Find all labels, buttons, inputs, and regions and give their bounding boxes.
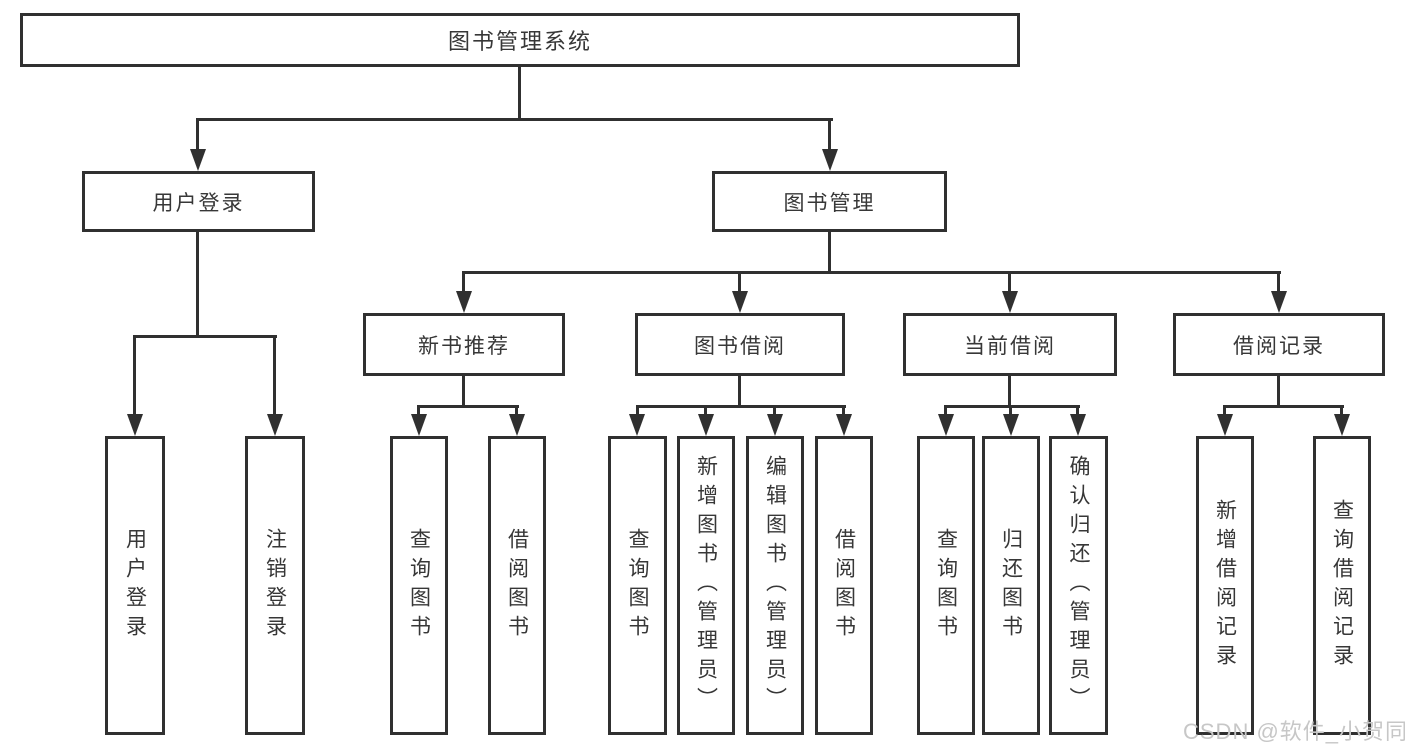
connector-records-leaf2	[1340, 405, 1343, 416]
connector-current-leaf2	[1009, 405, 1012, 416]
leaf-records-query-borrow-record: 查询借阅记录	[1313, 436, 1371, 735]
node-user-login: 用户登录	[82, 171, 315, 232]
connector-to-user-login	[196, 118, 199, 151]
connector-to-book-management	[828, 118, 831, 151]
connector-borrow-leaf2	[704, 405, 707, 416]
node-current-borrow: 当前借阅	[903, 313, 1117, 376]
leaf-borrow-add-books-admin: 新增图书（管理员）	[677, 436, 735, 735]
node-book-borrow: 图书借阅	[635, 313, 845, 376]
leaf-borrow-query-books: 查询图书	[608, 436, 667, 735]
connector-to-book-borrow	[738, 271, 741, 293]
connector-bookmgmt-stem	[828, 232, 831, 272]
connector-bookmgmt-hbar	[462, 271, 1281, 274]
arrowhead-current-leaf1-icon	[938, 414, 954, 436]
connector-records-leaf1	[1223, 405, 1226, 416]
leaf-recommend-borrow-books: 借阅图书	[488, 436, 546, 735]
connector-borrow-leaf4	[842, 405, 845, 416]
arrowhead-recommend-leaf1-icon	[411, 414, 427, 436]
connector-current-leaf3	[1076, 405, 1079, 416]
arrowhead-new-book-recommend-icon	[456, 291, 472, 313]
arrowhead-leaf-user-login-icon	[127, 414, 143, 436]
arrowhead-current-borrow-icon	[1002, 291, 1018, 313]
leaf-borrow-borrow-books: 借阅图书	[815, 436, 873, 735]
arrowhead-current-leaf3-icon	[1070, 414, 1086, 436]
arrowhead-borrow-leaf4-icon	[836, 414, 852, 436]
arrowhead-borrow-leaf3-icon	[767, 414, 783, 436]
csdn-watermark: CSDN @软件_小贺同学	[1183, 719, 1405, 744]
connector-borrow-hbar	[636, 405, 846, 408]
node-library-management-system: 图书管理系统	[20, 13, 1020, 67]
leaf-current-confirm-return-admin: 确认归还（管理员）	[1049, 436, 1108, 735]
arrowhead-current-leaf2-icon	[1003, 414, 1019, 436]
arrowhead-recommend-leaf2-icon	[509, 414, 525, 436]
connector-records-stem	[1277, 376, 1280, 406]
leaf-user-login: 用户登录	[105, 436, 165, 735]
leaf-borrow-edit-books-admin: 编辑图书（管理员）	[746, 436, 804, 735]
leaf-recommend-query-books: 查询图书	[390, 436, 448, 735]
leaf-current-query-books: 查询图书	[917, 436, 975, 735]
connector-to-leaf-logout	[273, 335, 276, 416]
arrowhead-records-leaf2-icon	[1334, 414, 1350, 436]
leaf-records-add-borrow-record: 新增借阅记录	[1196, 436, 1254, 735]
connector-borrow-stem	[738, 376, 741, 406]
arrowhead-borrow-leaf1-icon	[629, 414, 645, 436]
connector-records-hbar	[1223, 405, 1344, 408]
connector-current-stem	[1008, 376, 1011, 406]
connector-to-current-borrow	[1008, 271, 1011, 293]
connector-userlogin-stem	[196, 232, 199, 336]
arrowhead-borrow-leaf2-icon	[698, 414, 714, 436]
connector-root-stem	[518, 67, 521, 120]
connector-to-leaf-user-login	[133, 335, 136, 416]
arrowhead-records-leaf1-icon	[1217, 414, 1233, 436]
connector-to-borrow-records	[1277, 271, 1280, 293]
node-new-book-recommend: 新书推荐	[363, 313, 565, 376]
connector-borrow-leaf1	[636, 405, 639, 416]
leaf-logout: 注销登录	[245, 436, 305, 735]
connector-recommend-leaf2	[515, 405, 518, 416]
connector-borrow-leaf3	[773, 405, 776, 416]
connector-current-hbar	[944, 405, 1080, 408]
node-borrow-records: 借阅记录	[1173, 313, 1385, 376]
connector-to-new-book-recommend	[462, 271, 465, 293]
connector-recommend-stem	[462, 376, 465, 406]
connector-userlogin-hbar	[133, 335, 277, 338]
connector-root-hbar	[197, 118, 833, 121]
arrowhead-book-borrow-icon	[732, 291, 748, 313]
connector-recommend-hbar	[417, 405, 519, 408]
connector-current-leaf1	[944, 405, 947, 416]
arrowhead-book-management-icon	[822, 149, 838, 171]
arrowhead-leaf-logout-icon	[267, 414, 283, 436]
arrowhead-user-login-icon	[190, 149, 206, 171]
connector-recommend-leaf1	[417, 405, 420, 416]
node-book-management: 图书管理	[712, 171, 947, 232]
arrowhead-borrow-records-icon	[1271, 291, 1287, 313]
leaf-current-return-books: 归还图书	[982, 436, 1040, 735]
